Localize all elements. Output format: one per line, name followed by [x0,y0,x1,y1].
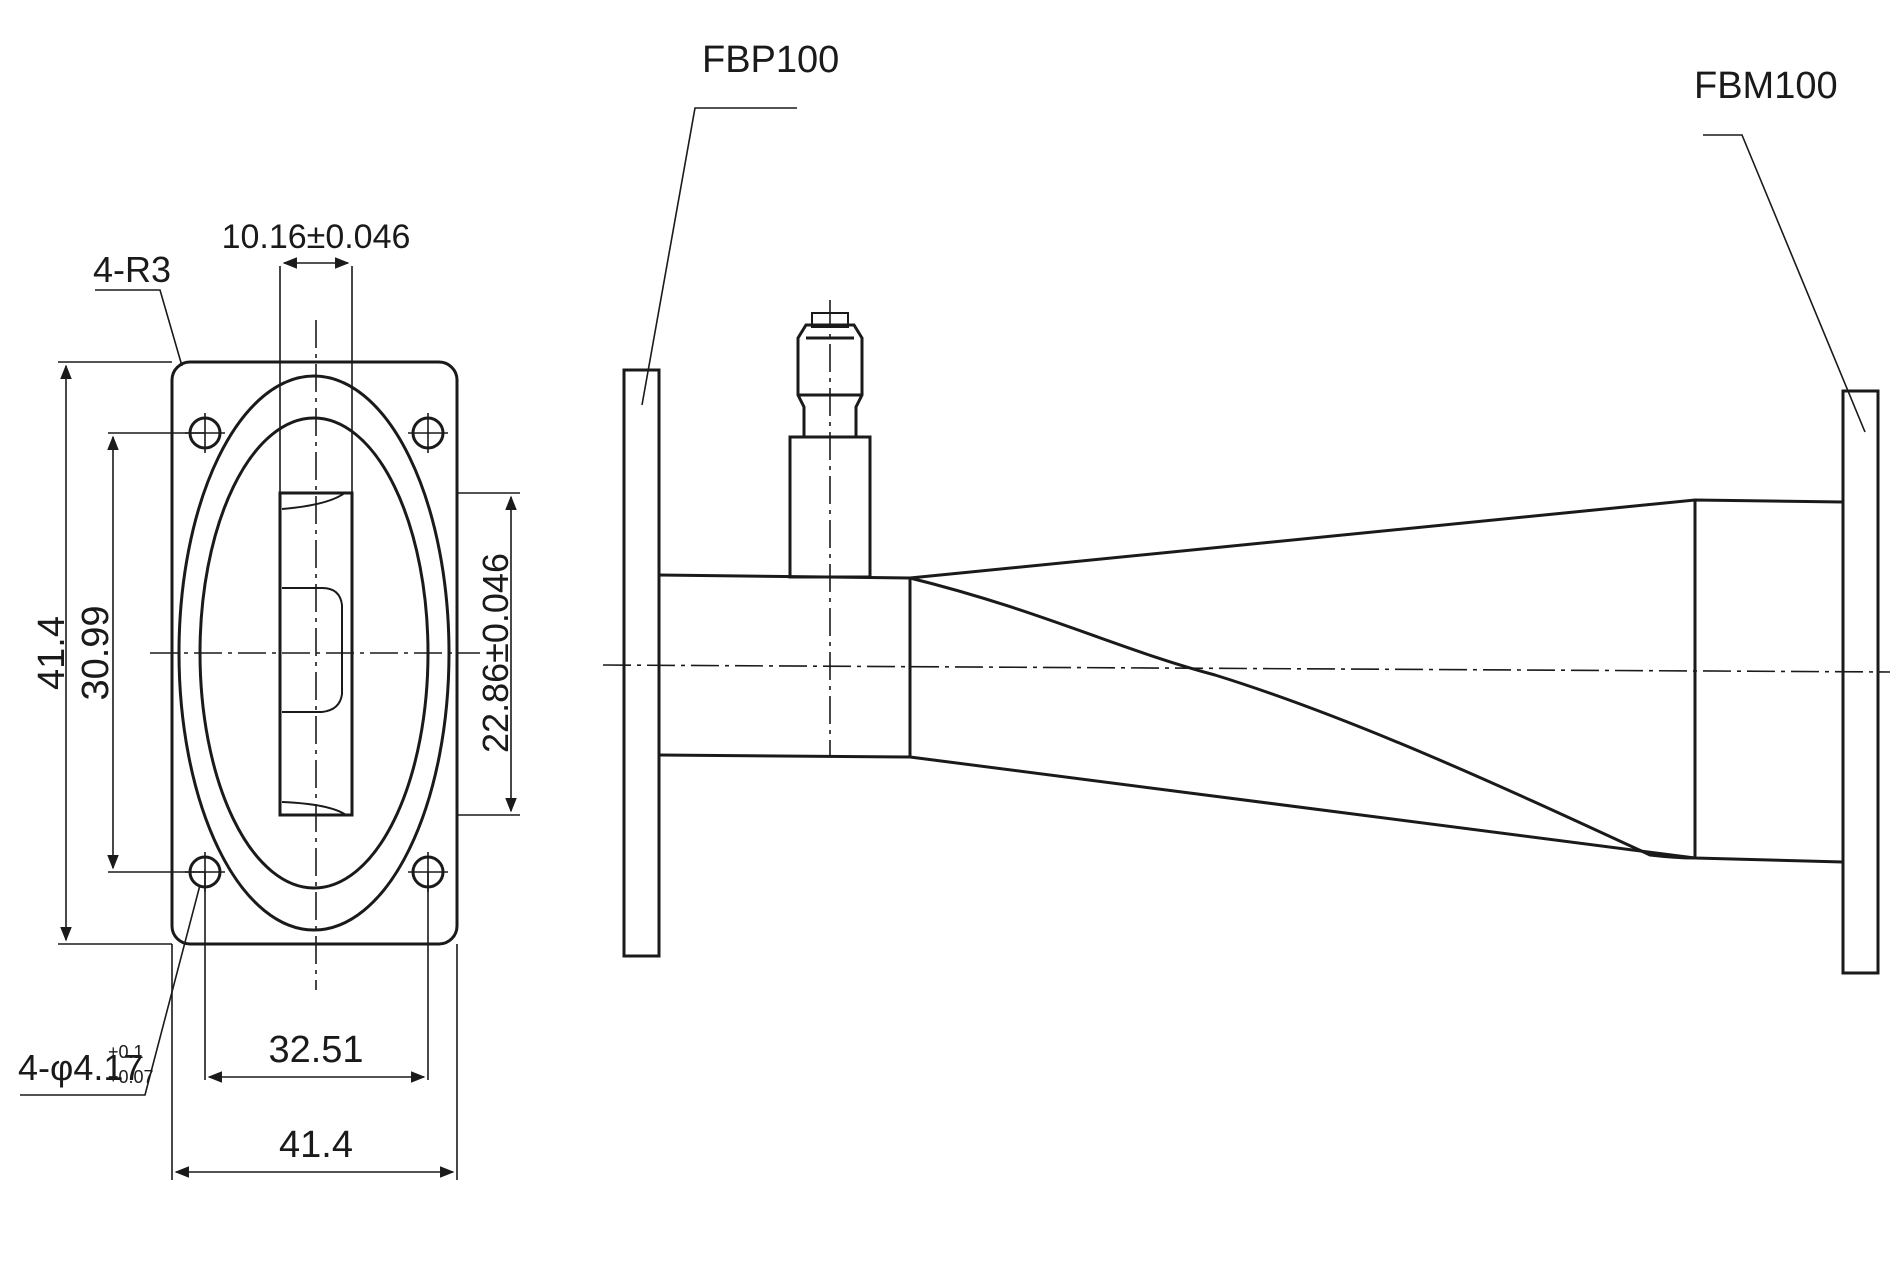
waveguide-ridge [281,491,347,816]
side-view-centerline [602,664,1891,673]
label-hole-pitch-vertical: 30.99 [75,605,117,700]
leader-right-flange [1703,134,1866,433]
flange-end-view: 41.4 30.99 22.86±0.046 10.16±0.046 4-R3 … [18,218,520,1180]
right-flange-plate [1841,389,1880,975]
label-overall-height: 41.4 [31,616,73,690]
extension-lines [58,266,520,1180]
leader-radius [95,289,183,367]
label-right-flange: FBM100 [1694,65,1838,107]
label-overall-width: 41.4 [279,1124,353,1166]
label-holes-tol-lower: +0.07 [108,1067,154,1087]
leader-left-flange [641,107,797,406]
label-hole-pitch-horizontal: 32.51 [268,1029,363,1071]
twist-ridge-curve [909,576,1696,860]
label-holes-prefix: 4-φ4.17 [18,1047,143,1088]
label-slot-height: 22.86±0.046 [475,553,516,753]
label-radius: 4-R3 [93,249,171,290]
label-slot-width: 10.16±0.046 [222,218,411,256]
side-view: FBP100 FBM100 [602,39,1891,975]
label-holes-tol-upper: +0.1 [108,1042,144,1062]
leader-holes [20,884,201,1096]
left-flange-plate [622,368,661,958]
taper-body [909,498,1844,864]
label-left-flange: FBP100 [702,39,839,81]
label-holes: 4-φ4.17 [18,1047,143,1088]
